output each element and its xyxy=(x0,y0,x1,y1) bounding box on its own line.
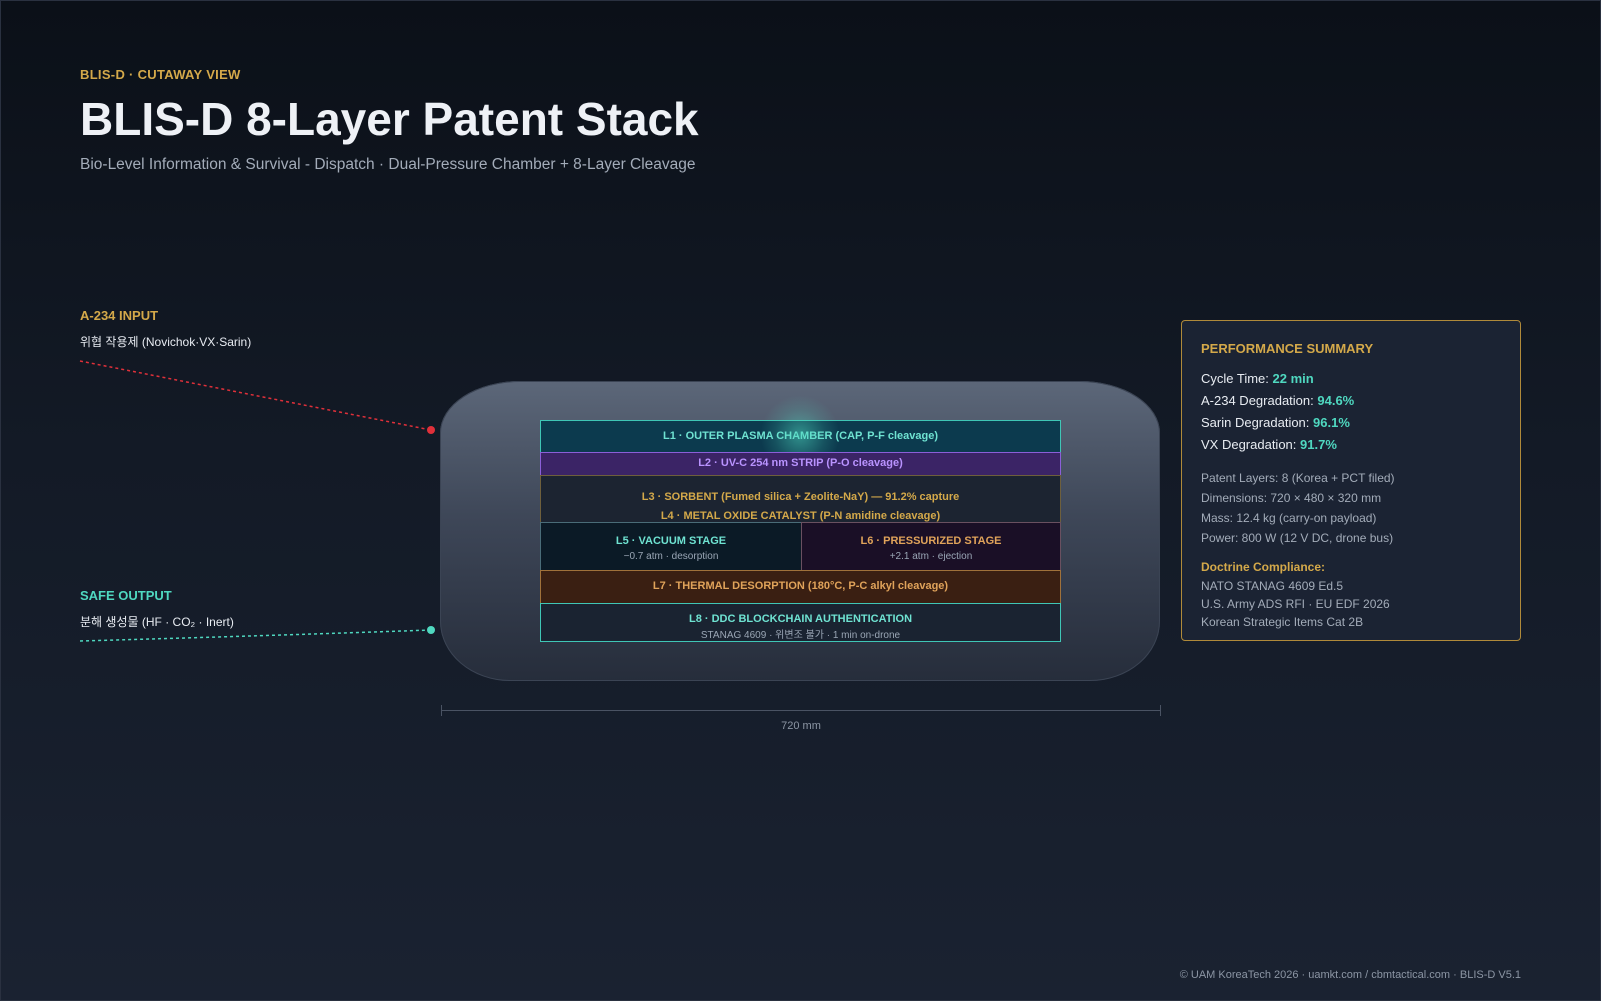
input-label: A-234 INPUT xyxy=(80,308,159,323)
footer-credit: © UAM KoreaTech 2026 · uamkt.com / cbmta… xyxy=(1179,969,1521,981)
input-connector-dot xyxy=(427,426,435,434)
layer-l3-l4: L3 · SORBENT (Fumed silica + Zeolite-NaY… xyxy=(540,475,1061,523)
dimension-label: 720 mm xyxy=(781,720,821,732)
layer-l1-label: L1 · OUTER PLASMA CHAMBER (CAP, P-F clea… xyxy=(662,430,939,442)
layer-l5-sub: −0.7 atm · desorption xyxy=(623,551,719,562)
layer-l7: L7 · THERMAL DESORPTION (180°C, P-C alky… xyxy=(540,570,1061,604)
metric-row: A-234 Degradation: 94.6% xyxy=(1201,390,1501,412)
layer-l6-sub: +2.1 atm · ejection xyxy=(889,551,973,562)
layer-l8-title: L8 · DDC BLOCKCHAIN AUTHENTICATION xyxy=(688,613,913,625)
layer-l3-label: L3 · SORBENT (Fumed silica + Zeolite-NaY… xyxy=(641,491,960,503)
output-connector-line xyxy=(79,629,432,642)
layer-l2-label: L2 · UV-C 254 nm STRIP (P-O cleavage) xyxy=(698,457,903,469)
performance-title: PERFORMANCE SUMMARY xyxy=(1201,341,1374,356)
doctrine-title: Doctrine Compliance: xyxy=(1201,560,1326,574)
doctrine-item: NATO STANAG 4609 Ed.5 xyxy=(1201,579,1344,593)
performance-summary-panel: PERFORMANCE SUMMARY Cycle Time: 22 min A… xyxy=(1181,320,1521,641)
metric-row: Sarin Degradation: 96.1% xyxy=(1201,412,1501,434)
output-description: 분해 생성물 (HF · CO₂ · Inert) xyxy=(80,615,234,629)
layer-l6-title: L6 · PRESSURIZED STAGE xyxy=(860,535,1002,547)
spec-item: Dimensions: 720 × 480 × 320 mm xyxy=(1201,491,1382,505)
layer-l5: L5 · VACUUM STAGE −0.7 atm · desorption xyxy=(540,522,802,571)
metric-row: Cycle Time: 22 min xyxy=(1201,368,1501,390)
output-label: SAFE OUTPUT xyxy=(80,588,172,603)
eyebrow-label: BLIS-D · CUTAWAY VIEW xyxy=(80,67,241,82)
metric-value: 22 min xyxy=(1272,371,1314,386)
metric-value: 96.1% xyxy=(1313,415,1350,430)
page-subtitle: Bio-Level Information & Survival - Dispa… xyxy=(80,156,696,173)
layer-l7-label: L7 · THERMAL DESORPTION (180°C, P-C alky… xyxy=(652,580,949,592)
layer-l5-title: L5 · VACUUM STAGE xyxy=(615,535,727,547)
layer-l2: L2 · UV-C 254 nm STRIP (P-O cleavage) xyxy=(540,452,1061,476)
layer-l8-sub: STANAG 4609 · 위변조 불가 · 1 min on-drone xyxy=(700,630,901,641)
metric-label: Sarin Degradation: xyxy=(1201,415,1310,430)
input-connector-line xyxy=(79,360,432,431)
metric-row: VX Degradation: 91.7% xyxy=(1201,434,1501,456)
layer-l1: L1 · OUTER PLASMA CHAMBER (CAP, P-F clea… xyxy=(540,420,1061,453)
dimension-line xyxy=(441,710,1161,711)
layer-l6: L6 · PRESSURIZED STAGE +2.1 atm · ejecti… xyxy=(801,522,1061,571)
metric-label: A-234 Degradation: xyxy=(1201,393,1314,408)
dimension-tick-right xyxy=(1160,705,1161,716)
metric-label: VX Degradation: xyxy=(1201,437,1297,452)
output-connector-dot xyxy=(427,626,435,634)
doctrine-item: U.S. Army ADS RFI · EU EDF 2026 xyxy=(1201,597,1390,611)
doctrine-item: Korean Strategic Items Cat 2B xyxy=(1201,615,1364,629)
metric-value: 94.6% xyxy=(1317,393,1355,408)
spec-list: Patent Layers: 8 (Korea + PCT filed) Dim… xyxy=(1201,468,1501,548)
input-description: 위협 작용제 (Novichok·VX·Sarin) xyxy=(80,335,252,349)
spec-item: Mass: 12.4 kg (carry-on payload) xyxy=(1201,511,1377,525)
metric-label: Cycle Time: xyxy=(1201,371,1269,386)
layer-l8: L8 · DDC BLOCKCHAIN AUTHENTICATION STANA… xyxy=(540,603,1061,642)
spec-item: Power: 800 W (12 V DC, drone bus) xyxy=(1201,531,1394,545)
layer-l4-label: L4 · METAL OXIDE CATALYST (P-N amidine c… xyxy=(660,510,941,522)
page-title: BLIS-D 8-Layer Patent Stack xyxy=(80,93,699,145)
metric-value: 91.7% xyxy=(1300,437,1337,452)
spec-item: Patent Layers: 8 (Korea + PCT filed) xyxy=(1201,471,1395,485)
